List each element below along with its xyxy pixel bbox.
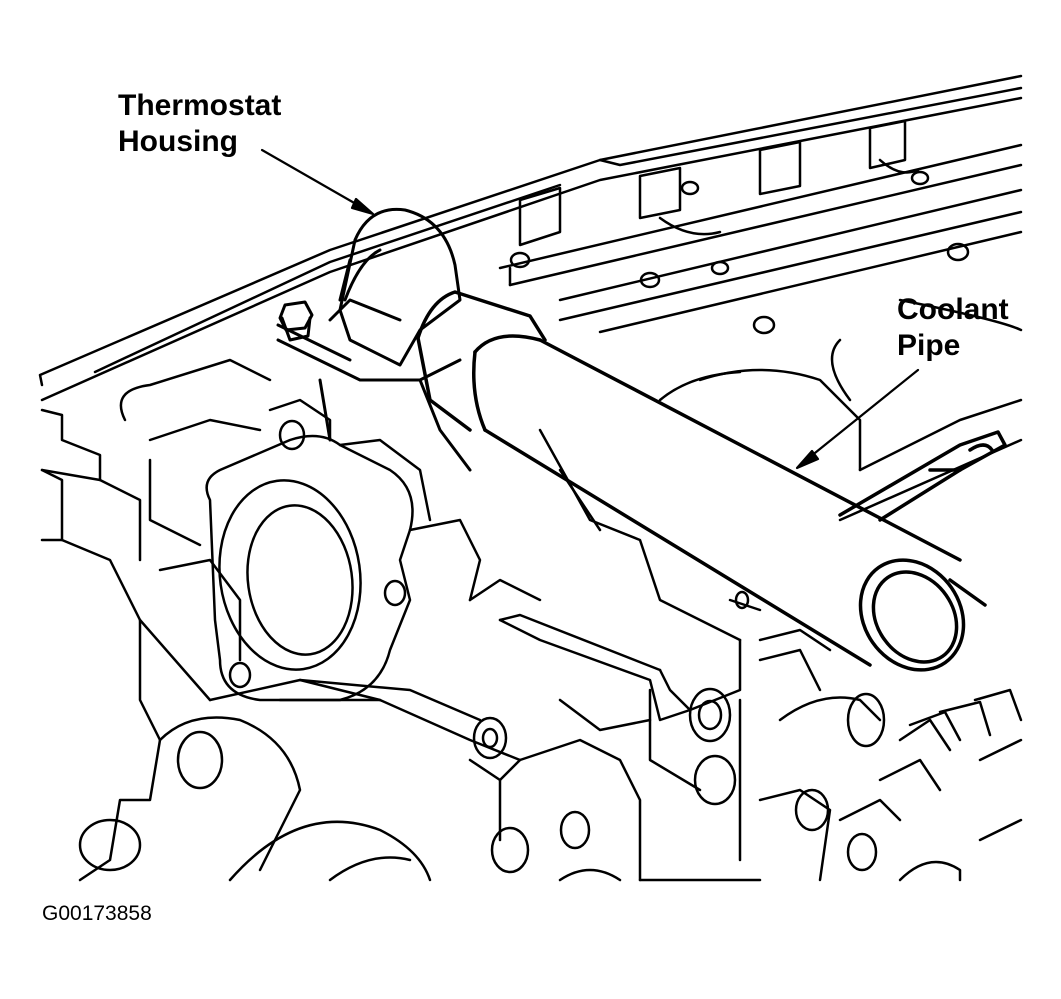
bolt-icon [278,300,314,342]
coolant-pipe-label: Coolant Pipe [897,292,1009,364]
thermostat-housing-label-line2: Housing [118,125,238,158]
thermostat-housing-label: Thermostat Housing [118,88,281,160]
figure-id: G00173858 [42,902,152,925]
thermostat-arrowhead [350,197,375,216]
thermostat-housing-shape [276,207,472,472]
engine-block-front [40,358,1023,882]
coolant-arrowhead [795,449,820,470]
coolant-pipe-label-line2: Pipe [897,329,961,362]
thermostat-leader-arrow [260,148,372,214]
pipe-bracket [498,428,832,722]
coolant-pipe-shape [416,290,1007,672]
leader-lines [260,148,920,470]
outlet-flange [205,398,542,702]
thermostat-housing-label-line1: Thermostat [118,89,282,122]
cylinder-head [38,74,1023,522]
coolant-pipe-label-line1: Coolant [897,293,1009,326]
coolant-leader-arrow [798,368,920,467]
